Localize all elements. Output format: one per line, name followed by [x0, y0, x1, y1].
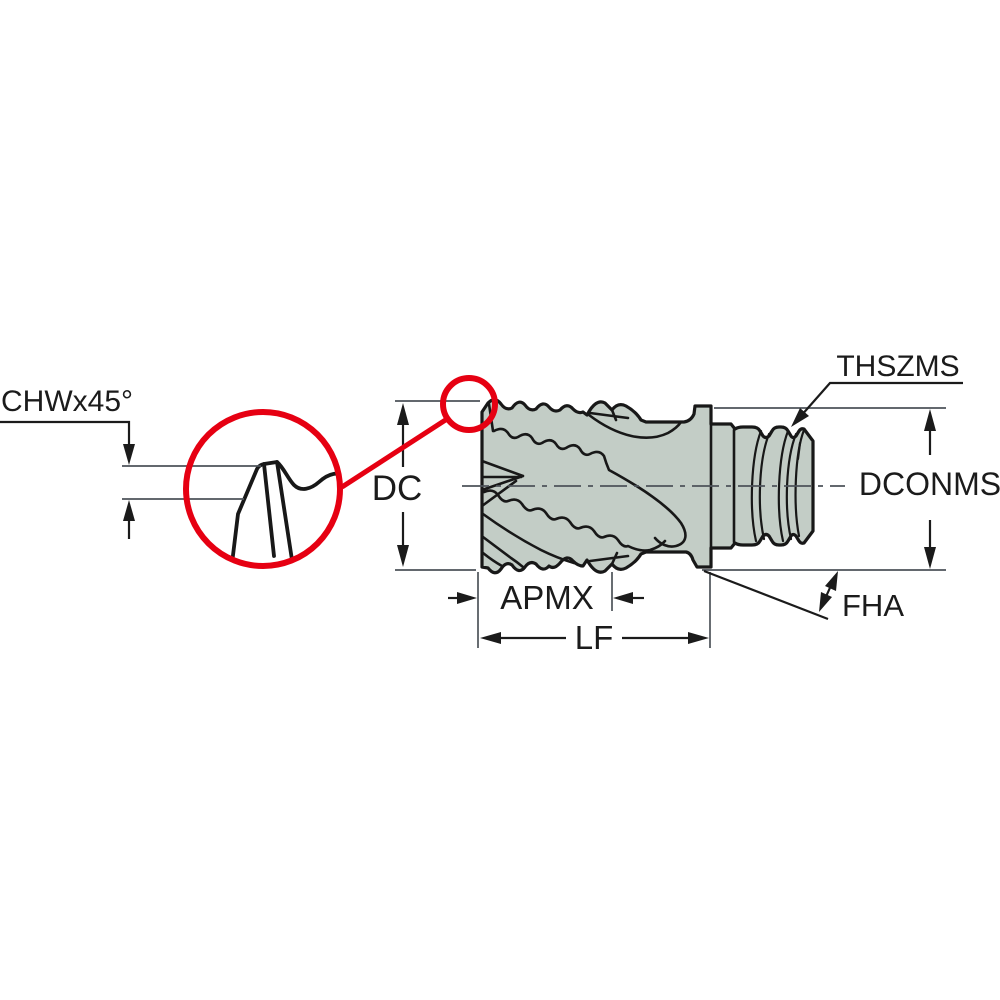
- middle-serrated-flute: [492, 427, 687, 548]
- fha-arrow-down: [819, 592, 832, 612]
- chw-dimension: CHWx45°: [0, 385, 135, 539]
- lf-arrow-left: [480, 632, 501, 644]
- detail-circle: [183, 409, 343, 569]
- dconms-label: DCONMS: [859, 466, 1000, 502]
- dc-arrow-down: [397, 545, 409, 567]
- fha-arrow-up: [825, 571, 838, 591]
- detail-tooth-facet-lines: [262, 460, 294, 562]
- dc-label: DC: [372, 469, 423, 508]
- thread-flank-3: [777, 429, 790, 543]
- chw-leader: [0, 420, 131, 445]
- dconms-arrow-down: [924, 547, 936, 569]
- detail-view: [122, 375, 498, 569]
- thszms-arrow: [791, 408, 809, 427]
- dc-dimension: DC: [372, 403, 423, 567]
- apmx-arrow-right: [613, 592, 633, 604]
- detail-circle-background: [186, 412, 340, 566]
- lf-label: LF: [575, 619, 614, 656]
- dconms-dimension: DCONMS: [859, 409, 1000, 569]
- lf-arrow-right: [688, 632, 709, 644]
- thread-flank-1: [750, 429, 763, 543]
- center-gash: [480, 459, 525, 508]
- lower-serrated-flute: [482, 489, 667, 552]
- thread-flank-4: [785, 432, 798, 541]
- fha-flank-line: [703, 569, 829, 621]
- chw-label: CHWx45°: [1, 385, 133, 418]
- apmx-dimension: APMX: [448, 579, 644, 616]
- dc-arrow-up: [397, 403, 409, 425]
- extension-lines: [395, 400, 946, 648]
- thszms-callout: THSZMS: [791, 350, 963, 427]
- chw-arrow-up: [123, 500, 135, 521]
- thszms-leader: [799, 381, 963, 418]
- bottom-tooth-lines: [588, 551, 630, 566]
- tool-thread: [709, 422, 806, 550]
- chw-arrow-down: [123, 444, 135, 465]
- thread-flank-5: [794, 428, 806, 538]
- detail-connector-line: [340, 416, 449, 490]
- thread-end-chamfer-edge: [796, 441, 802, 461]
- lf-dimension: LF: [480, 619, 709, 656]
- fha-label: FHA: [842, 588, 904, 623]
- thszms-label: THSZMS: [836, 350, 959, 383]
- lower-left-flute-curves: [481, 512, 576, 569]
- apmx-arrow-left: [457, 592, 477, 604]
- detail-source-circle: [440, 375, 498, 433]
- apmx-label: APMX: [500, 579, 594, 616]
- thread-flank-2: [758, 432, 771, 541]
- dconms-arrow-up: [924, 409, 936, 431]
- top-tooth-lines: [588, 408, 630, 422]
- fha-dimension: FHA: [703, 569, 904, 623]
- detail-tooth: [228, 460, 338, 564]
- upper-flute-leaf: [587, 413, 683, 439]
- detail-tooth-shape: [228, 460, 338, 564]
